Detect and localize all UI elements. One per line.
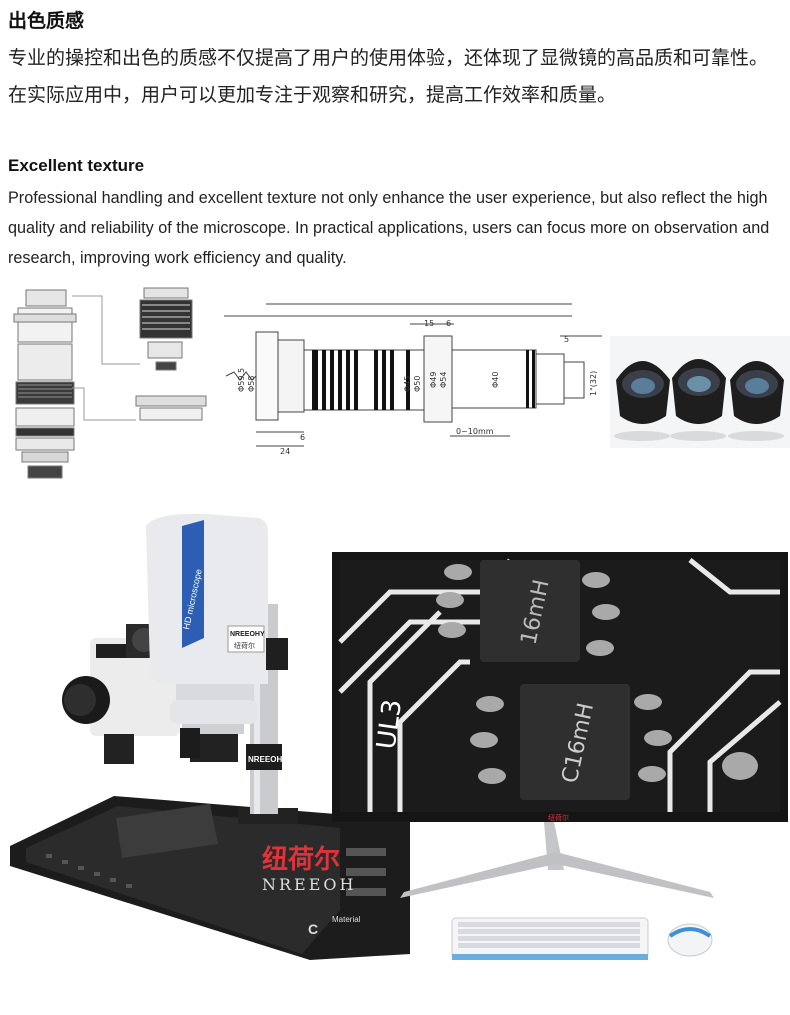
mat-logo-zh: 纽荷尔 xyxy=(262,844,340,875)
screen-text-3: UL3 xyxy=(371,697,408,751)
post-label: NREEOHY xyxy=(248,755,288,764)
dim-label-phi-45: Φ45 xyxy=(403,376,412,392)
mat-logo-en: NREEOH xyxy=(262,875,356,894)
dim-label-1-inch: 1"(32) xyxy=(589,371,598,396)
dim-label-5: 5 xyxy=(564,335,569,344)
dim-label-phi-40: Φ40 xyxy=(491,372,500,388)
dim-label-phi-50: Φ50 xyxy=(413,376,422,392)
mouse-image xyxy=(667,923,713,957)
mat-letter: C xyxy=(308,921,318,937)
dim-label-24: 24 xyxy=(280,447,290,456)
body-zh: 专业的操控和出色的质感不仅提高了用户的使用体验，还体现了显微镜的高品质和可靠性。… xyxy=(8,47,769,106)
dim-label-phi-54: Φ54 xyxy=(439,372,448,388)
heading-en: Excellent texture xyxy=(8,156,145,175)
keyboard-mouse-photo xyxy=(451,917,713,960)
digital-microscope-photo: 纽荷尔 NREEOH Material C NREEOHY HD microsc… xyxy=(10,513,410,960)
mat-side-text: Material xyxy=(332,915,361,924)
dim-label-focus-range: 0~10mm xyxy=(456,427,494,436)
dim-label-15: 15 xyxy=(424,319,434,328)
heading-zh: 出色质感 xyxy=(8,10,85,32)
exploded-lens-diagram xyxy=(13,287,207,479)
dim-label-phi-58: Φ58 xyxy=(247,376,256,392)
dim-label-6: 6 xyxy=(446,319,451,328)
dim-label-6b: 6 xyxy=(300,433,305,442)
dim-label-phi-59-5: Φ59.5 xyxy=(237,368,246,392)
keyboard-image xyxy=(451,917,649,960)
body-en: Professional handling and excellent text… xyxy=(8,189,770,267)
brand-en: NREEOHY xyxy=(230,631,265,638)
eyepiece-caps-photo xyxy=(610,336,790,448)
monitor-photo: 16mH C16mH UL3 纽荷尔 xyxy=(332,552,788,898)
brand-zh: 纽荷尔 xyxy=(234,641,255,650)
dim-label-phi-49: Φ49 xyxy=(429,372,438,388)
lens-dimension-drawing: 15 6 5 6 24 Φ59.5 Φ58 Φ45 Φ50 Φ40 Φ49 Φ5… xyxy=(224,303,602,456)
monitor-logo: 纽荷尔 xyxy=(548,813,569,822)
